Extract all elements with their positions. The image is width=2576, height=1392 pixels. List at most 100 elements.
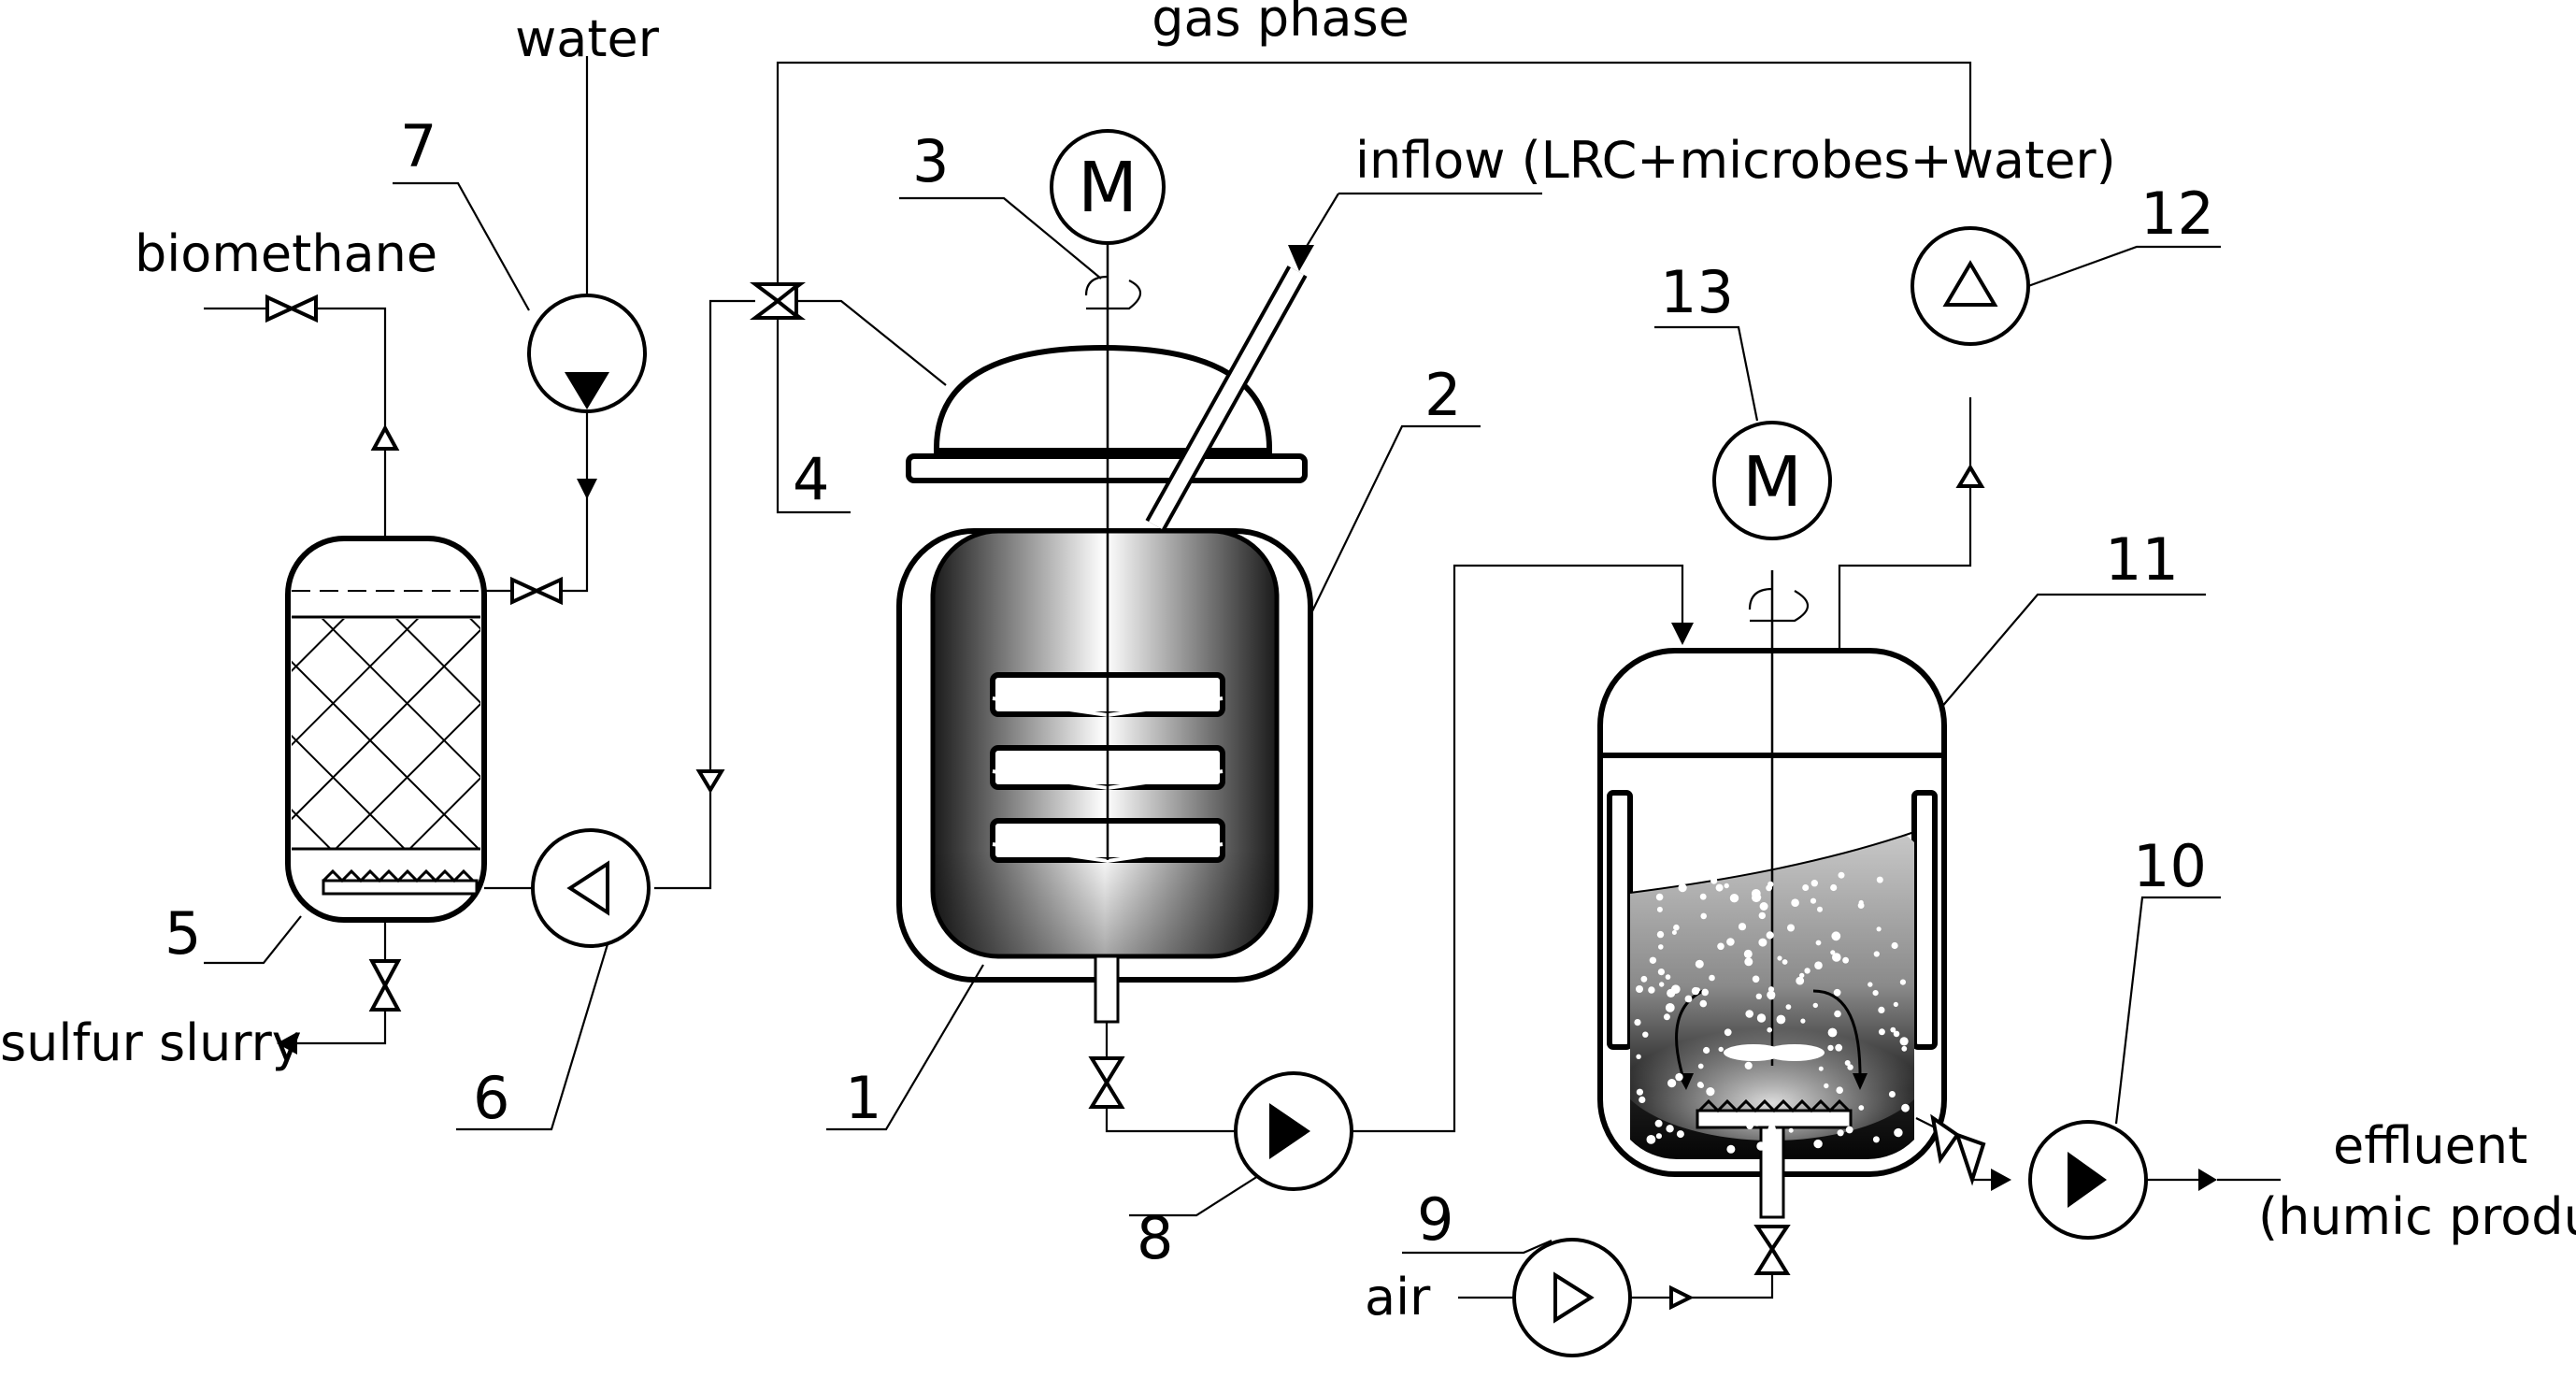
bubble — [1796, 976, 1805, 985]
bubble — [1726, 938, 1735, 946]
bubble — [1753, 1118, 1762, 1127]
air-valve — [1630, 1225, 1791, 1311]
sulfur-slurry-label: sulfur slurry — [0, 1013, 302, 1072]
leader-9 — [1402, 1239, 1553, 1255]
component-number-12: 12 — [2140, 179, 2214, 248]
bubble — [1676, 1130, 1684, 1139]
bubble — [1657, 969, 1665, 976]
bubble — [1758, 1114, 1765, 1120]
scrubber-5 — [285, 536, 487, 923]
bubble — [1744, 957, 1753, 967]
component-number-6: 6 — [473, 1064, 509, 1132]
bubble — [1810, 897, 1817, 904]
bubble — [1893, 1030, 1900, 1038]
leader-2 — [1308, 424, 1481, 620]
pump-6 — [531, 828, 651, 948]
bubble — [1745, 1010, 1753, 1018]
bubble — [1845, 1126, 1853, 1134]
bubble — [1785, 1004, 1792, 1010]
bubble — [1678, 883, 1687, 893]
bubble — [1703, 1046, 1710, 1055]
bubble — [1724, 1028, 1732, 1037]
flow-arrow — [695, 769, 725, 794]
bubble — [1791, 898, 1799, 907]
leader-12 — [2027, 245, 2221, 288]
bubble — [1758, 938, 1767, 947]
component-number-1: 1 — [845, 1064, 881, 1132]
bubble — [1804, 968, 1810, 974]
bubble — [1782, 959, 1788, 965]
bubble — [1899, 979, 1906, 985]
bubble — [1636, 1054, 1641, 1060]
reactor-1-valve — [1088, 1022, 1236, 1133]
bubble — [1847, 1064, 1853, 1070]
bubble — [1812, 1002, 1819, 1009]
pump-7 — [527, 294, 647, 413]
bubble — [1758, 911, 1767, 920]
bubble — [1636, 985, 1643, 993]
bubble — [1767, 1026, 1772, 1033]
bubble — [1799, 972, 1805, 979]
bubble — [1663, 1013, 1670, 1021]
bubble — [1888, 1091, 1896, 1098]
bubble — [1899, 1037, 1909, 1046]
motor-3: M — [1050, 129, 1166, 310]
bubble — [1726, 1144, 1736, 1154]
inflow-pipe — [1145, 192, 1542, 531]
bubble — [1673, 924, 1680, 931]
bubble — [1709, 974, 1715, 982]
vessel-11 — [1597, 570, 1947, 1219]
leader-7 — [393, 181, 530, 311]
bubble — [1744, 1061, 1753, 1069]
bubble — [1891, 941, 1898, 950]
component-number-7: 7 — [400, 112, 436, 180]
bubble — [1675, 1072, 1683, 1082]
gas-phase-label: gas phase — [1152, 0, 1410, 48]
arrow-into-11 — [1671, 623, 1694, 645]
bubble — [1646, 1135, 1656, 1144]
bubble — [1766, 884, 1772, 892]
bubble — [1783, 1051, 1791, 1058]
leader-4 — [776, 318, 851, 514]
bubble — [1671, 984, 1681, 994]
bubble — [1868, 982, 1873, 987]
flow-arrow — [370, 423, 400, 451]
bubble — [1706, 1087, 1715, 1097]
leader-6 — [456, 943, 609, 1131]
bubble — [1667, 1079, 1677, 1088]
line-8-to-11 — [1352, 564, 1684, 1133]
gas-phase-line — [776, 61, 1972, 301]
biomethane-valve — [265, 294, 318, 323]
air-label: air — [1365, 1268, 1431, 1327]
sulfur-valve — [368, 959, 402, 1012]
leader-11 — [1939, 593, 2206, 710]
bubble — [1752, 975, 1760, 983]
bubble — [1800, 1018, 1806, 1024]
bubble — [1642, 1031, 1649, 1038]
bubble — [1746, 1122, 1753, 1129]
effluent-label: effluent — [2333, 1116, 2527, 1175]
component-number-11: 11 — [2105, 525, 2179, 594]
bubble — [1872, 1136, 1880, 1143]
bubble — [1697, 1063, 1704, 1069]
leader-8 — [1129, 1175, 1259, 1217]
bubble — [1710, 877, 1718, 884]
bubble — [1738, 923, 1747, 931]
bubble — [1834, 1010, 1841, 1018]
bubble — [1777, 955, 1782, 961]
bubble — [1767, 986, 1775, 993]
leader-5 — [204, 915, 302, 965]
bubble — [1815, 940, 1822, 946]
component-number-5: 5 — [165, 899, 201, 968]
bubble — [1858, 1105, 1865, 1111]
pump-9 — [1512, 1238, 1632, 1357]
flow-arrow — [2198, 1169, 2217, 1191]
bubble — [1832, 953, 1841, 962]
biomethane-label: biomethane — [135, 224, 437, 283]
line-valve-to-pump-6 — [654, 299, 755, 890]
bubble — [1788, 1127, 1794, 1133]
flow-arrow — [277, 1032, 297, 1055]
water-valve — [510, 576, 563, 606]
bubble — [1636, 1088, 1643, 1096]
leader-13 — [1654, 325, 1759, 422]
